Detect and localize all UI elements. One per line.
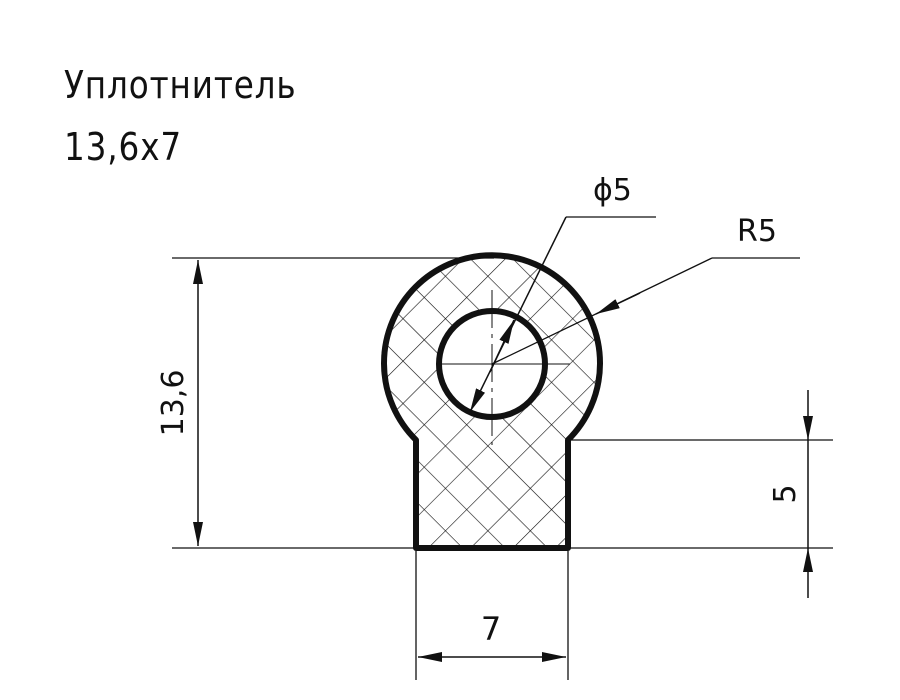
drawing-title: Уплотнитель (64, 63, 297, 107)
seal-profile-outline (381, 252, 603, 551)
width-dimension-label: 7 (481, 610, 501, 648)
diameter-label: ϕ5 (593, 173, 632, 208)
radius-label: R5 (737, 214, 777, 249)
radius-arrow (595, 292, 641, 315)
height-dimension-label: 13,6 (156, 370, 191, 437)
diameter-leader-line (469, 216, 567, 413)
drawing-size-label: 13,6x7 (64, 125, 183, 169)
stem-dimension-label: 5 (768, 484, 803, 503)
